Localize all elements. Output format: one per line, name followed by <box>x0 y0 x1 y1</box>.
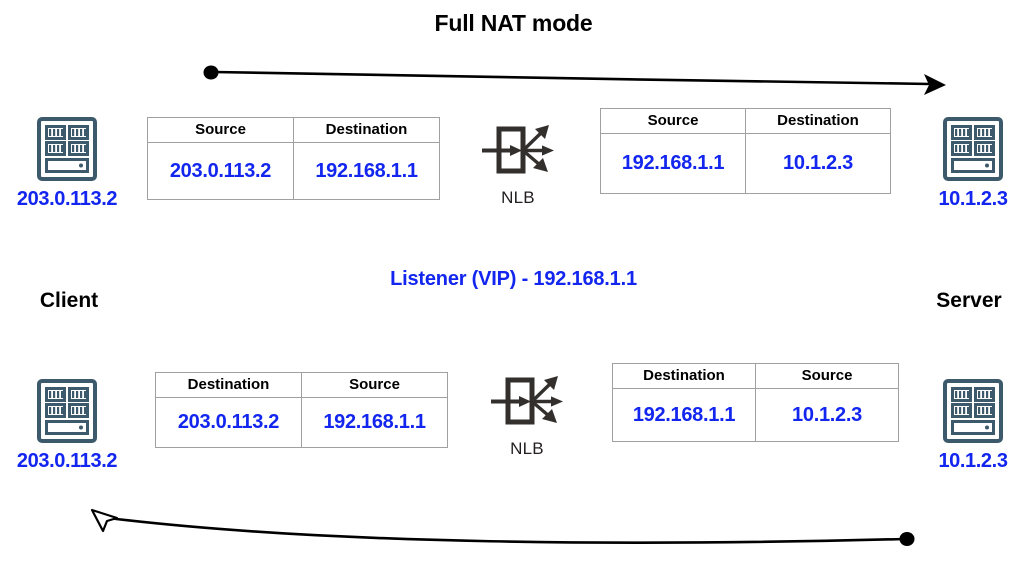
table-bottom-right-value-0: 192.168.1.1 <box>612 388 756 442</box>
client-ip-label-top: 203.0.113.2 <box>16 188 118 210</box>
table-top-left-value-0: 203.0.113.2 <box>147 142 294 200</box>
table-bottom-left-header-1: Source <box>301 372 448 398</box>
server-ip-label-bottom: 10.1.2.3 <box>938 450 1008 472</box>
table-top-left-value-1: 192.168.1.1 <box>293 142 440 200</box>
nlb-label-top: NLB <box>501 188 535 207</box>
table-value-row: 203.0.113.2 192.168.1.1 <box>147 142 440 200</box>
response-flow-arrow <box>90 508 915 546</box>
server-node-bottom: 10.1.2.3 <box>918 378 1027 473</box>
table-bottom-right: Destination Source 192.168.1.1 10.1.2.3 <box>612 363 899 442</box>
table-header-row: Destination Source <box>612 363 899 389</box>
server-rack-icon <box>943 117 1003 181</box>
nlb-node-bottom: NLB <box>472 372 582 459</box>
request-flow-arrow <box>203 65 946 95</box>
table-bottom-left-value-0: 203.0.113.2 <box>155 397 302 448</box>
table-top-left-header-1: Destination <box>293 117 440 143</box>
table-bottom-right-header-0: Destination <box>612 363 756 389</box>
nlb-load-balancer-icon <box>482 125 554 174</box>
table-header-row: Source Destination <box>147 117 440 143</box>
client-node-bottom: 203.0.113.2 <box>12 378 122 473</box>
client-label: Client <box>39 289 99 312</box>
request-arrow-head <box>924 74 946 95</box>
server-node-top: 10.1.2.3 <box>918 116 1027 211</box>
table-top-right: Source Destination 192.168.1.1 10.1.2.3 <box>600 108 891 194</box>
server-ip-label-top: 10.1.2.3 <box>938 188 1008 210</box>
request-arrow-start-dot <box>203 65 219 80</box>
table-top-right-header-1: Destination <box>745 108 891 134</box>
server-rack-icon <box>37 117 97 181</box>
server-label: Server <box>936 289 1002 312</box>
server-rack-icon <box>37 379 97 443</box>
table-top-left-header-0: Source <box>147 117 294 143</box>
table-bottom-left: Destination Source 203.0.113.2 192.168.1… <box>155 372 448 448</box>
table-top-right-header-0: Source <box>600 108 746 134</box>
listener-vip-label: Listener (VIP) - 192.168.1.1 <box>390 268 637 290</box>
table-header-row: Destination Source <box>155 372 448 398</box>
nlb-load-balancer-icon <box>491 376 563 425</box>
table-bottom-right-header-1: Source <box>755 363 899 389</box>
page-title: Full NAT mode <box>434 10 593 36</box>
table-value-row: 203.0.113.2 192.168.1.1 <box>155 397 448 448</box>
nlb-label-bottom: NLB <box>510 439 544 458</box>
table-bottom-left-header-0: Destination <box>155 372 302 398</box>
nlb-node-top: NLB <box>463 121 573 208</box>
table-top-right-value-1: 10.1.2.3 <box>745 133 891 194</box>
server-rack-icon <box>943 379 1003 443</box>
table-top-right-value-0: 192.168.1.1 <box>600 133 746 194</box>
table-value-row: 192.168.1.1 10.1.2.3 <box>612 388 899 442</box>
client-ip-label-bottom: 203.0.113.2 <box>16 450 118 472</box>
response-arrow-start-dot <box>899 532 915 546</box>
table-bottom-left-value-1: 192.168.1.1 <box>301 397 448 448</box>
client-node-top: 203.0.113.2 <box>12 116 122 211</box>
response-arrow-head <box>90 508 119 533</box>
table-value-row: 192.168.1.1 10.1.2.3 <box>600 133 891 194</box>
table-header-row: Source Destination <box>600 108 891 134</box>
table-top-left: Source Destination 203.0.113.2 192.168.1… <box>147 117 440 200</box>
table-bottom-right-value-1: 10.1.2.3 <box>755 388 899 442</box>
